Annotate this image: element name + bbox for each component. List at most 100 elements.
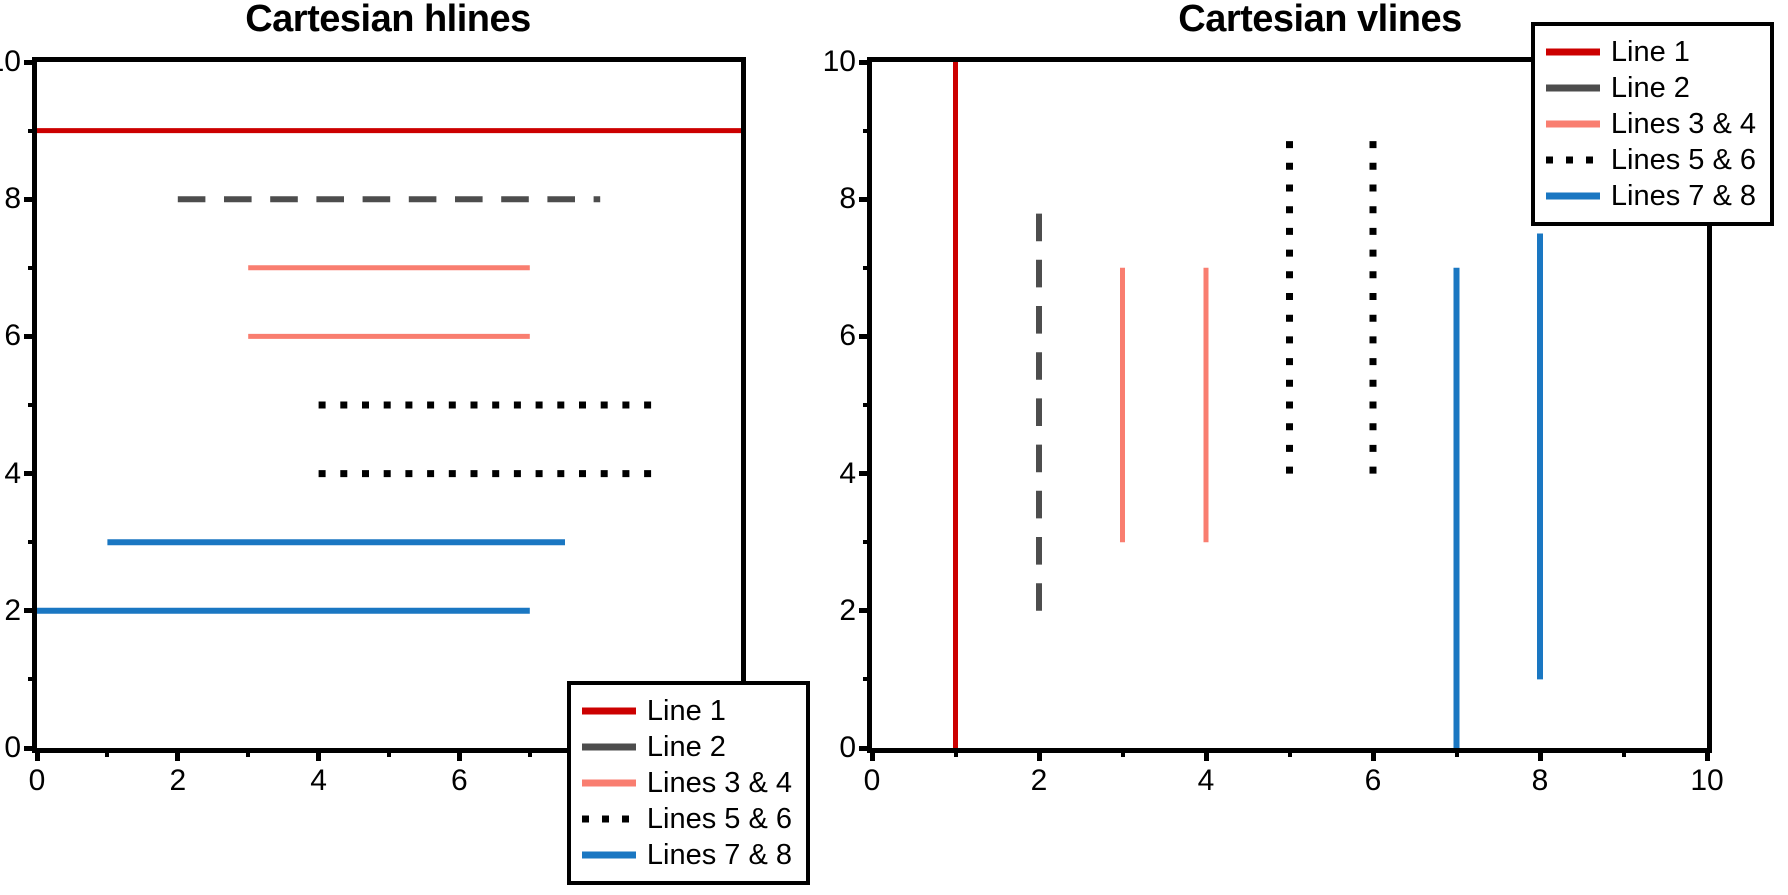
y-tick-major <box>859 608 872 614</box>
y-tick-label: 0 <box>4 731 21 764</box>
x-tick-label: 8 <box>1531 764 1549 797</box>
x-tick-label: 6 <box>1364 764 1382 797</box>
x-tick-major <box>1036 748 1042 761</box>
x-tick-label: 2 <box>1030 764 1048 797</box>
page-title-hlines: Cartesian hlines <box>245 0 531 40</box>
y-tick-major <box>24 745 37 751</box>
y-tick-major <box>859 59 872 65</box>
x-tick-minor <box>105 748 110 757</box>
y-tick-label: 10 <box>0 45 21 78</box>
legend-swatch-icon <box>1545 35 1600 69</box>
x-tick-label: 0 <box>863 764 881 797</box>
x-tick-major <box>1203 748 1209 761</box>
y-tick-major <box>859 471 872 477</box>
legend-swatch-icon <box>1545 71 1600 105</box>
y-tick-minor <box>28 403 37 407</box>
y-tick-label: 2 <box>4 593 21 627</box>
y-tick-minor <box>28 540 37 545</box>
y-tick-major <box>24 608 37 614</box>
x-tick-minor <box>527 748 532 757</box>
x-tick-minor <box>1454 748 1459 757</box>
legend-swatch-icon <box>1545 179 1600 213</box>
y-tick-major <box>24 196 37 202</box>
y-tick-minor <box>863 540 872 545</box>
y-tick-minor <box>28 265 37 270</box>
y-tick-major <box>859 333 872 339</box>
x-tick-major <box>316 748 322 761</box>
x-tick-major <box>869 748 875 761</box>
legend-item[interactable]: Lines 5 & 6 <box>581 802 792 836</box>
legend-item-label: Lines 7 & 8 <box>646 838 792 871</box>
page-title-vlines: Cartesian vlines <box>1178 0 1462 40</box>
y-tick-label: 4 <box>839 456 856 490</box>
y-tick-minor <box>28 677 37 682</box>
x-tick-minor <box>387 748 391 757</box>
legend-swatch-icon <box>1545 143 1600 177</box>
x-tick-label: 10 <box>1690 764 1724 797</box>
legend-item[interactable]: Lines 3 & 4 <box>1545 107 1756 141</box>
legend-item[interactable]: Lines 7 & 8 <box>1545 179 1756 213</box>
y-tick-major <box>24 333 37 339</box>
x-tick-major <box>1704 748 1710 761</box>
y-tick-minor <box>28 128 37 133</box>
legend-item-label: Line 1 <box>646 694 726 727</box>
y-tick-label: 10 <box>822 45 856 78</box>
legend-swatch-icon <box>581 802 636 836</box>
legend-swatch-icon <box>581 730 636 764</box>
y-tick-label: 2 <box>839 593 856 627</box>
x-tick-minor <box>953 748 958 757</box>
x-tick-minor <box>1287 748 1292 757</box>
y-tick-major <box>24 471 37 477</box>
x-tick-label: 4 <box>310 764 327 797</box>
legend-item-label: Line 2 <box>646 730 726 763</box>
legend-item-label: Lines 5 & 6 <box>1610 143 1756 176</box>
x-tick-major <box>175 748 181 761</box>
legend-item[interactable]: Line 1 <box>1545 35 1756 69</box>
y-tick-minor <box>863 128 872 133</box>
x-tick-label: 0 <box>28 764 46 797</box>
x-tick-minor <box>246 748 251 757</box>
legend-item-label: Line 2 <box>1610 71 1690 104</box>
y-tick-minor <box>863 677 872 682</box>
y-tick-major <box>24 59 37 65</box>
legend-swatch-icon <box>581 766 636 800</box>
legend-item[interactable]: Lines 3 & 4 <box>581 766 792 800</box>
legend-item[interactable]: Lines 5 & 6 <box>1545 143 1756 177</box>
legend-item[interactable]: Lines 7 & 8 <box>581 838 792 872</box>
x-tick-major <box>1370 748 1376 761</box>
x-tick-minor <box>1120 748 1125 757</box>
legend-item[interactable]: Line 2 <box>1545 71 1756 105</box>
y-tick-label: 8 <box>4 182 21 216</box>
plot-surface-vlines <box>872 62 1707 748</box>
y-tick-major <box>859 745 872 751</box>
y-tick-minor <box>863 265 872 270</box>
legend-swatch-icon <box>1545 107 1600 141</box>
y-tick-minor <box>863 403 872 407</box>
x-tick-major <box>456 748 462 761</box>
legend-item[interactable]: Line 1 <box>581 694 792 728</box>
y-tick-label: 0 <box>839 731 856 764</box>
y-tick-label: 6 <box>839 319 856 353</box>
legend-swatch-icon <box>581 694 636 728</box>
legend-item[interactable]: Line 2 <box>581 730 792 764</box>
x-tick-major <box>34 748 40 761</box>
plot-surface-hlines <box>37 62 741 748</box>
x-tick-major <box>1537 748 1543 761</box>
x-tick-minor <box>1621 748 1626 757</box>
legend-item-label: Lines 5 & 6 <box>646 802 792 835</box>
y-tick-label: 8 <box>839 182 856 216</box>
legend-item-label: Lines 3 & 4 <box>1610 107 1756 140</box>
y-tick-major <box>859 196 872 202</box>
legend-item-label: Lines 3 & 4 <box>646 766 792 799</box>
x-tick-label: 2 <box>169 764 187 797</box>
legend-item-label: Lines 7 & 8 <box>1610 179 1756 212</box>
x-tick-label: 6 <box>451 764 468 797</box>
legend-swatch-icon <box>581 838 636 872</box>
x-tick-label: 4 <box>1197 764 1215 797</box>
y-tick-label: 4 <box>4 456 21 490</box>
